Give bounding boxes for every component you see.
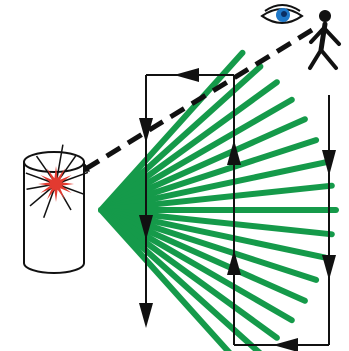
walking-person-icon (310, 10, 339, 68)
arrow-down-icon (139, 303, 153, 328)
arrow-left-icon (174, 68, 199, 82)
detection-beam (101, 67, 260, 211)
eye-icon (262, 5, 302, 23)
detection-beam (101, 210, 260, 351)
person-head (319, 10, 331, 22)
detector-top-ellipse (24, 152, 84, 172)
arrow-down-icon (322, 255, 336, 280)
motion-detector-icon (24, 152, 84, 273)
line-of-sight (84, 30, 312, 170)
eye-pupil (281, 11, 287, 17)
person-legs (310, 50, 336, 68)
detection-beam-fan (101, 53, 336, 351)
